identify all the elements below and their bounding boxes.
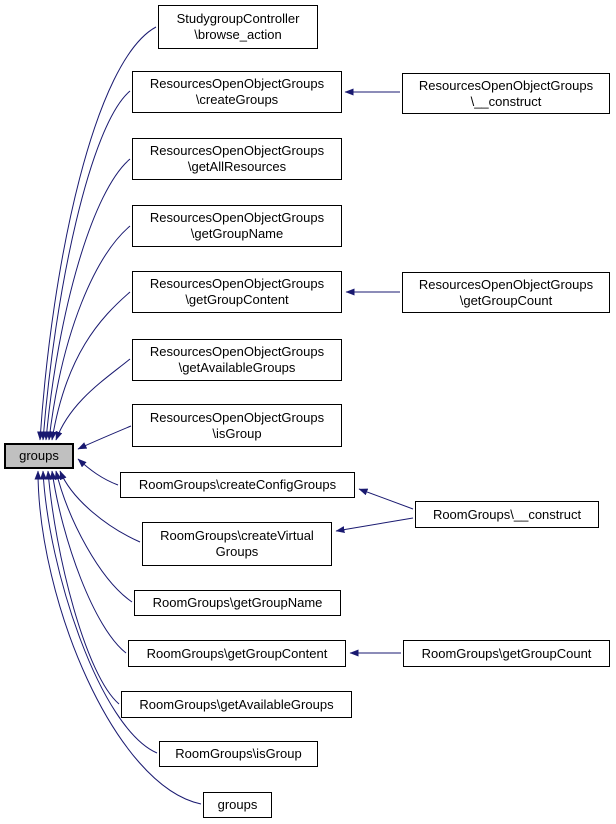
- node-label: RoomGroups\getGroupCount: [421, 645, 592, 661]
- node-label-line1: StudygroupController: [176, 11, 300, 26]
- node-label: RoomGroups\getAvailableGroups: [139, 696, 334, 712]
- node-label-line1: ResourcesOpenObjectGroups: [149, 76, 325, 91]
- node-roomgroups-createvirtualgroups[interactable]: RoomGroups\createVirtual Groups: [142, 522, 332, 566]
- node-label-line2: \isGroup: [212, 425, 262, 441]
- edge-is-group-to-groups: [77, 425, 132, 450]
- node-label: groups: [19, 448, 59, 463]
- node-label: RoomGroups\getGroupContent: [146, 645, 328, 661]
- edge-room-create-virtual-to-groups: [59, 470, 141, 543]
- edge-create-groups-to-groups: [40, 90, 131, 441]
- edge-room-get-available-groups-to-groups: [45, 470, 120, 705]
- node-label-line2: \getGroupName: [190, 226, 284, 241]
- edge-room-get-group-name-to-groups: [54, 470, 133, 603]
- edge-room-is-group-to-groups: [39, 470, 158, 754]
- node-label-line1: ResourcesOpenObjectGroups: [149, 409, 325, 425]
- node-resources-getallresources[interactable]: ResourcesOpenObjectGroups \getAllResourc…: [132, 138, 342, 180]
- node-roomgroups-getgroupcontent[interactable]: RoomGroups\getGroupContent: [128, 640, 346, 667]
- node-label-line2: \getGroupContent: [185, 292, 289, 307]
- edge-room-construct-to-create-virtual: [335, 517, 414, 534]
- node-label: RoomGroups\__construct: [432, 506, 582, 522]
- node-label: RoomGroups\isGroup: [175, 746, 302, 761]
- node-resources-construct[interactable]: ResourcesOpenObjectGroups \__construct: [402, 73, 610, 114]
- edge-room-create-config-to-groups: [77, 458, 119, 486]
- node-label-line2: \createGroups: [195, 92, 279, 107]
- edge-get-available-groups-to-groups: [55, 358, 131, 441]
- node-resources-creategroups[interactable]: ResourcesOpenObjectGroups \createGroups: [132, 71, 342, 113]
- edge-room-construct-to-create-config: [358, 488, 414, 510]
- node-resources-getgroupcontent[interactable]: ResourcesOpenObjectGroups \getGroupConte…: [132, 271, 342, 313]
- node-groups-function[interactable]: groups: [203, 792, 272, 818]
- node-roomgroups-getgroupcount[interactable]: RoomGroups\getGroupCount: [403, 640, 610, 667]
- node-label-line1: RoomGroups\createVirtual: [160, 528, 314, 543]
- edge-room-get-group-content-to-groups: [49, 470, 127, 654]
- node-roomgroups-isgroup[interactable]: RoomGroups\isGroup: [159, 741, 318, 767]
- node-resources-getgroupcount[interactable]: ResourcesOpenObjectGroups \getGroupCount: [402, 272, 610, 313]
- node-roomgroups-getgroupname[interactable]: RoomGroups\getGroupName: [134, 590, 341, 616]
- node-label: RoomGroups\getGroupName: [152, 595, 323, 610]
- node-studygroupcontroller-browse-action[interactable]: StudygroupController \browse_action: [158, 5, 318, 49]
- edge-get-group-name-to-groups: [46, 225, 131, 441]
- node-label-line1: ResourcesOpenObjectGroups: [149, 344, 325, 359]
- node-label-line1: ResourcesOpenObjectGroups: [149, 210, 325, 225]
- edge-get-group-content-to-groups: [49, 291, 131, 441]
- node-label-line1: ResourcesOpenObjectGroups: [149, 143, 325, 158]
- node-label-line2: Groups: [215, 544, 259, 559]
- node-resources-isgroup[interactable]: ResourcesOpenObjectGroups \isGroup: [132, 404, 342, 447]
- node-label-line2: \getAvailableGroups: [178, 360, 296, 375]
- node-resources-getgroupname[interactable]: ResourcesOpenObjectGroups \getGroupName: [132, 205, 342, 247]
- edge-get-all-resources-to-groups: [43, 158, 131, 441]
- node-label-line2: \getGroupCount: [459, 292, 553, 308]
- node-label-line1: ResourcesOpenObjectGroups: [149, 276, 325, 291]
- node-roomgroups-construct[interactable]: RoomGroups\__construct: [415, 501, 599, 528]
- node-label-line2: \browse_action: [194, 27, 282, 42]
- node-label: RoomGroups\createConfigGroups: [138, 477, 337, 492]
- node-groups-main: groups: [4, 443, 74, 469]
- node-roomgroups-createconfiggroups[interactable]: RoomGroups\createConfigGroups: [120, 472, 355, 498]
- node-label-line2: \__construct: [470, 93, 542, 109]
- edge-browse-action-to-groups: [37, 26, 157, 441]
- node-label-line1: ResourcesOpenObjectGroups: [418, 276, 594, 292]
- node-roomgroups-getavailablegroups[interactable]: RoomGroups\getAvailableGroups: [121, 691, 352, 718]
- node-resources-getavailablegroups[interactable]: ResourcesOpenObjectGroups \getAvailableG…: [132, 339, 342, 381]
- node-label-line1: ResourcesOpenObjectGroups: [418, 77, 594, 93]
- edge-groups-fn-to-groups: [34, 470, 202, 805]
- node-label: groups: [217, 797, 258, 812]
- node-label-line2: \getAllResources: [187, 159, 287, 174]
